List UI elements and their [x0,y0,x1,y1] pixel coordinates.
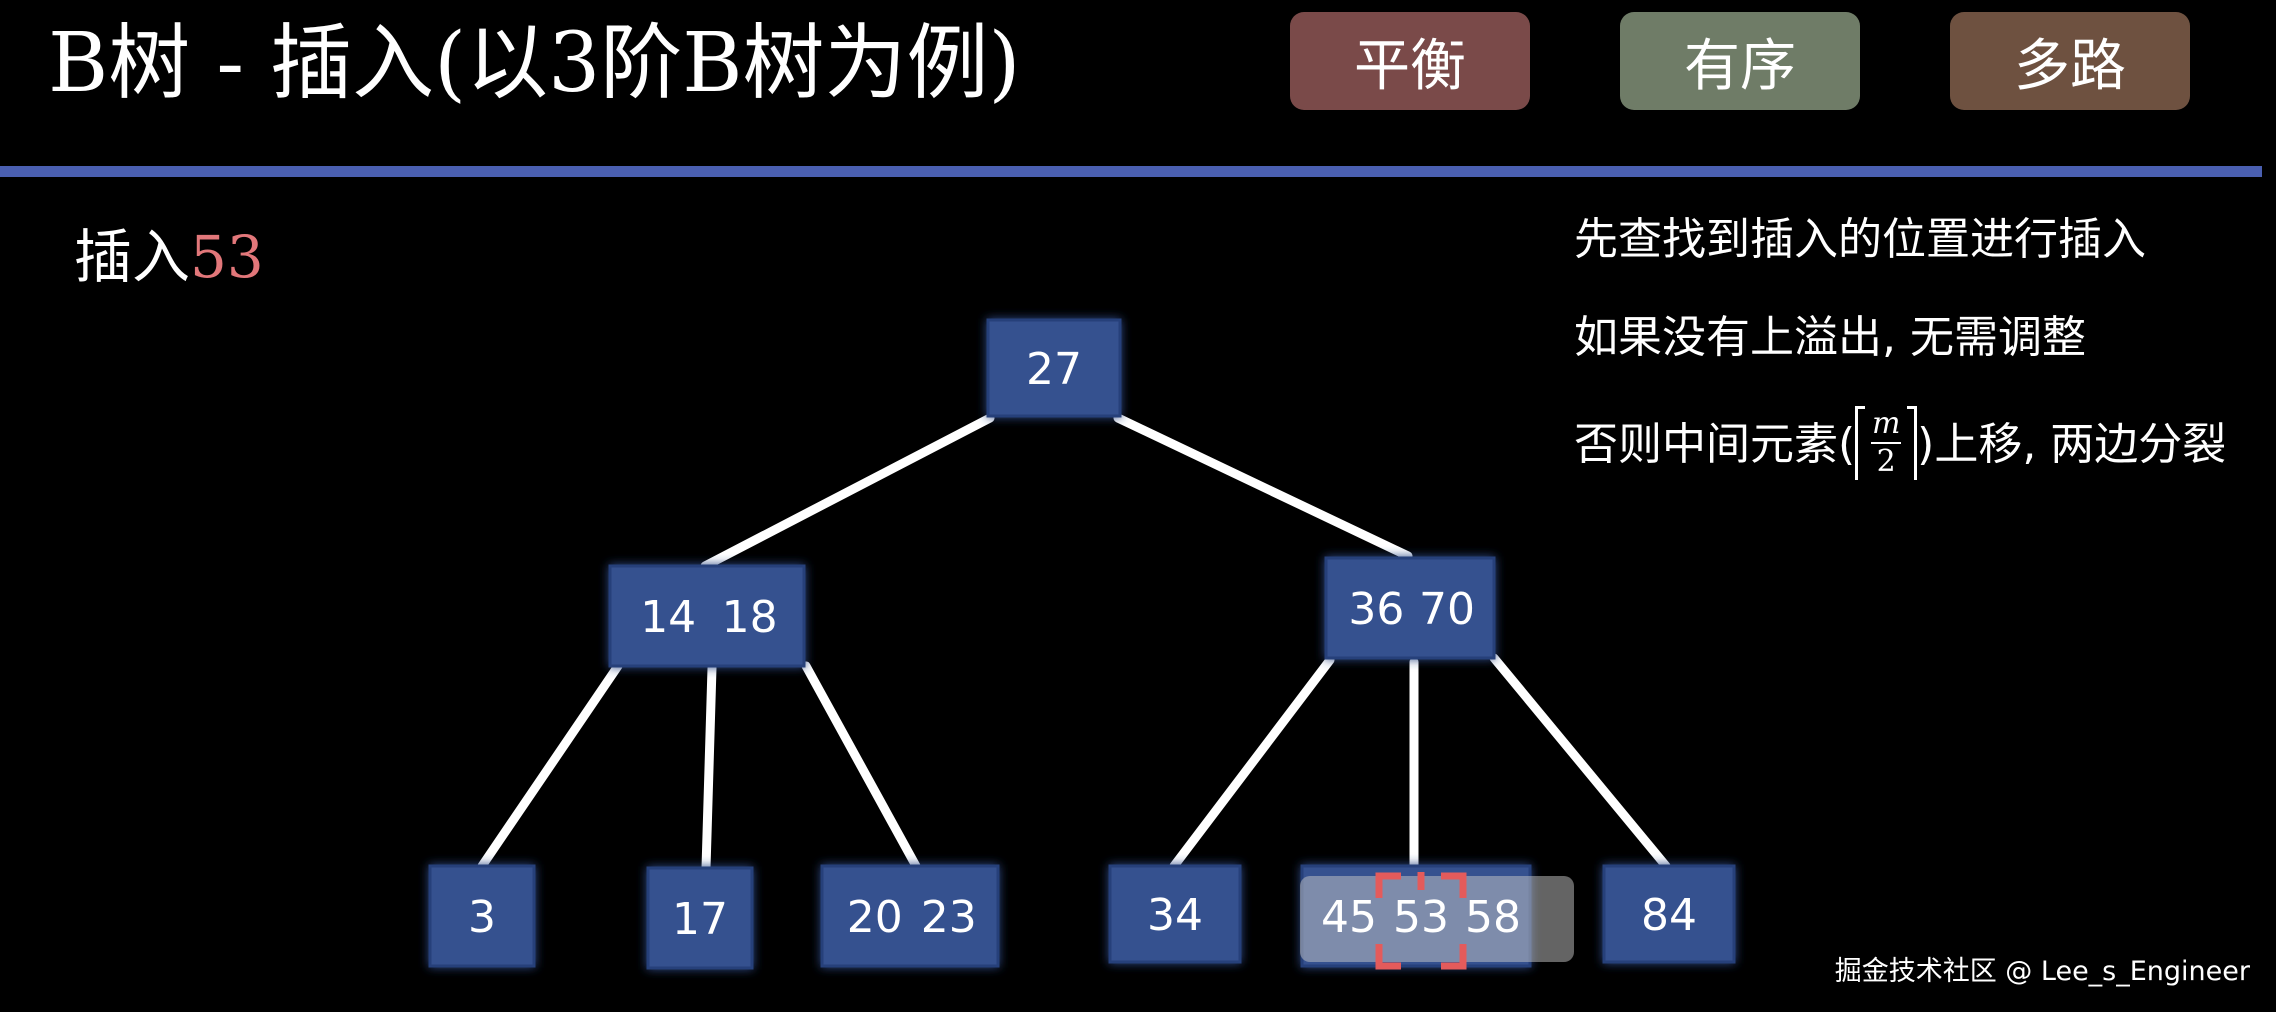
page-title: B树 - 插入(以3阶B树为例) [48,16,1021,111]
tag-ordered: 有序 [1620,12,1860,110]
rule-line-2: 如果没有上溢出, 无需调整 [1574,312,2086,363]
tree-node-leaf455358: 45 53 58 [1300,864,1574,970]
watermark: 掘金技术社区 @ Lee_s_Engineer [1834,956,2250,987]
tree-node-root: 27 [986,318,1122,418]
node-box [608,564,806,668]
tag-multiway-label: 多路 [2014,33,2126,99]
tree-edge-n1418-leaf17 [701,663,717,873]
tree-node-leaf17: 17 [646,866,754,970]
node-box [1602,864,1736,964]
node-box [1108,864,1242,964]
tree-node-n3670: 36 70 [1324,556,1496,660]
node-key: 17 [672,894,728,945]
node-key: 23 [921,892,977,943]
ceil-left-bracket [1855,406,1866,480]
operation-key: 53 [190,223,264,291]
tree-edges [477,413,1671,873]
marker-corner [1441,872,1467,898]
tree-node-leaf3: 3 [428,864,536,968]
node-key: 70 [1419,584,1475,635]
marker-corner [1441,944,1467,970]
node-key: 34 [1147,890,1203,941]
node-key: 58 [1465,892,1521,943]
tag-balanced: 平衡 [1290,12,1530,110]
overflow-highlight [1300,876,1574,962]
node-box [428,864,536,968]
node-key: 20 [847,892,903,943]
node-key: 14 [640,592,696,643]
rule-line-3-before: 否则中间元素( [1574,419,1856,470]
node-key: 84 [1641,890,1697,941]
node-key: 3 [468,892,496,943]
tag-multiway: 多路 [1950,12,2190,110]
node-key: 45 [1321,892,1377,943]
tree-node-n1418: 14 18 [608,564,806,668]
node-key: 27 [1026,344,1082,395]
fraction-bar [1871,442,1902,444]
node-key: 18 [722,592,778,643]
tree-edge-root-n1418 [700,413,995,571]
marker-corner [1375,872,1401,898]
formula-numerator: m [1871,406,1901,441]
title-divider [0,166,2262,177]
node-box [986,318,1122,418]
inserted-key-marker [1375,872,1467,970]
ceil-right-bracket [1907,406,1918,480]
marker-corner [1375,944,1401,970]
formula-denominator: 2 [1876,444,1896,479]
tree-edge-n1418-leaf3 [477,661,623,871]
node-key: 36 [1348,584,1404,635]
rule-line-1: 先查找到插入的位置进行插入 [1574,214,2146,265]
tree-node-leaf84: 84 [1602,864,1736,964]
node-box [646,866,754,970]
operation-prefix: 插入 [74,223,191,291]
tag-ordered-label: 有序 [1684,33,1796,99]
tree-edge-n3670-leaf84 [1489,653,1671,871]
tree-node-leaf34: 34 [1108,864,1242,964]
node-box [1324,556,1496,660]
tree-edge-root-n3670 [1113,413,1413,561]
tree-edge-n3670-leaf34 [1169,655,1335,871]
tree-edge-n1418-leaf2023 [801,661,921,871]
rule-line-3-after: )上移, 两边分裂 [1917,419,2227,470]
node-key: 53 [1393,892,1449,943]
operation-label: 插入53 [74,222,264,292]
tag-balanced-label: 平衡 [1354,33,1466,99]
node-box [820,864,1000,968]
